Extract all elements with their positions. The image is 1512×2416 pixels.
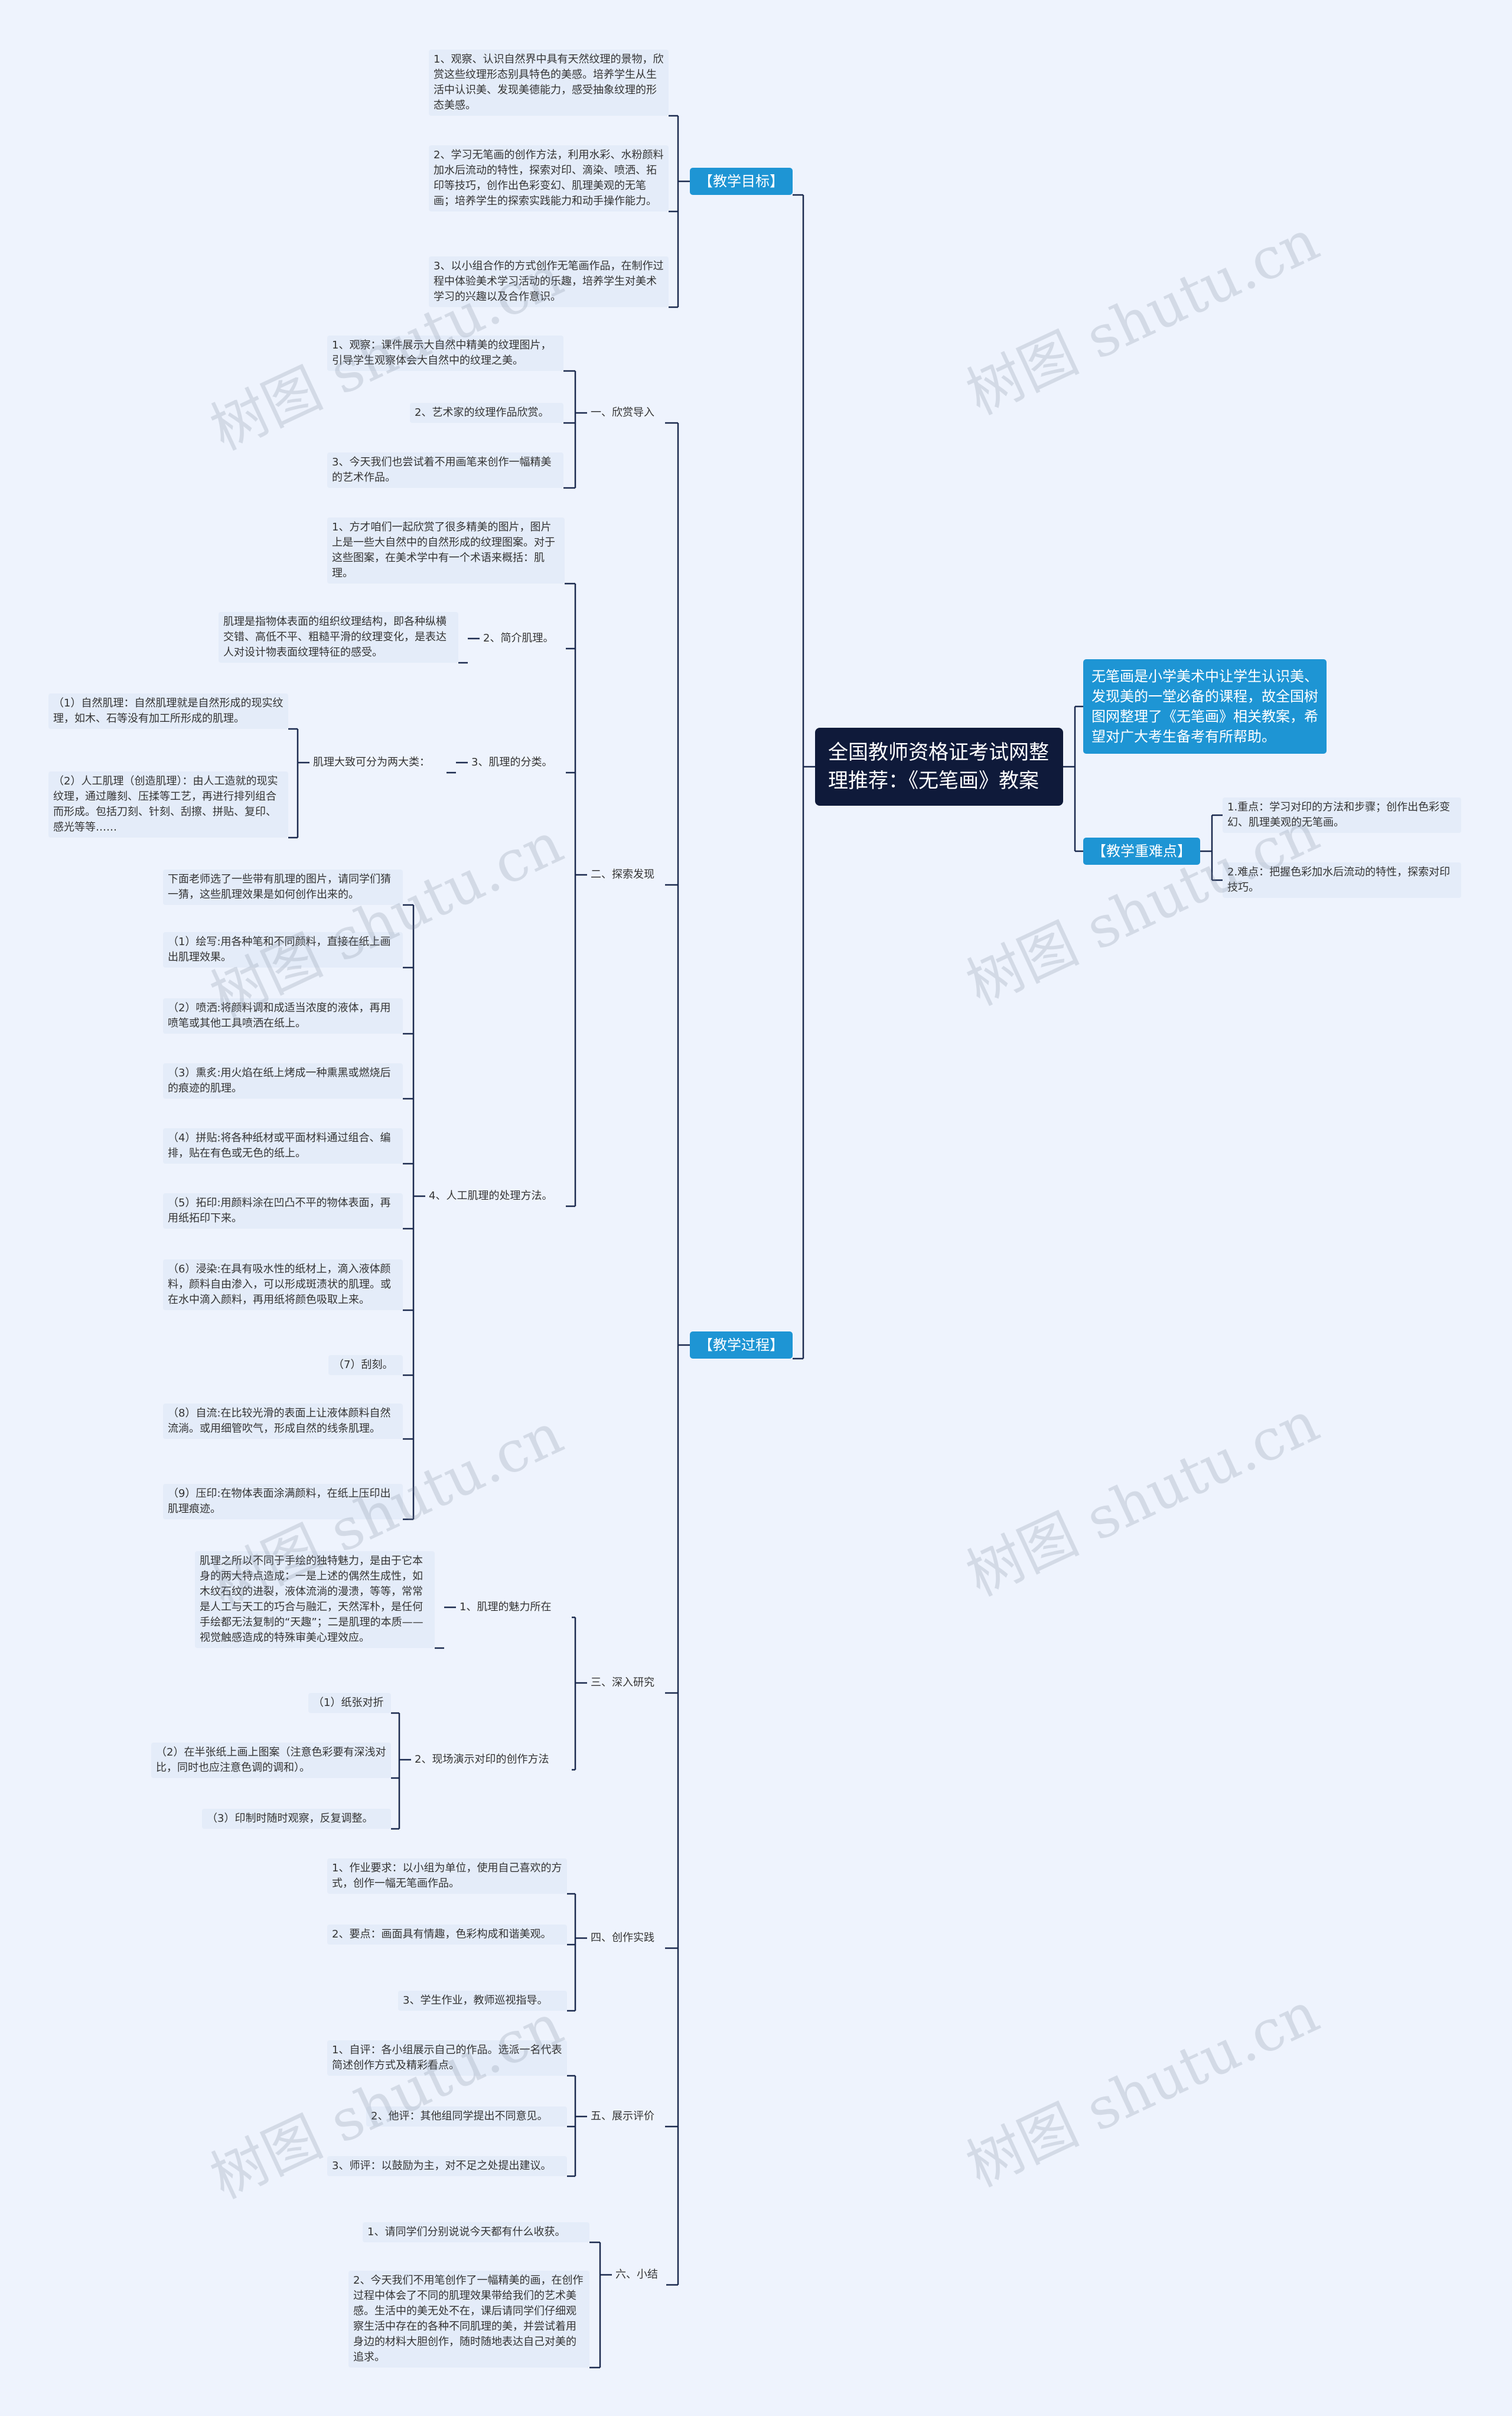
s2-p3-item[interactable]: （2）人工肌理（创造肌理）：由人工造就的现实纹理，通过雕刻、压揉等工艺，再进行排…: [48, 771, 288, 838]
s2-p4-item[interactable]: （7）刮刻。: [328, 1355, 403, 1375]
s4-item[interactable]: 1、作业要求：以小组为单位，使用自己喜欢的方式，创作一幅无笔画作品。: [327, 1858, 567, 1894]
keypoint-item[interactable]: 2.难点：把握色彩加水后流动的特性，探索对印技巧。: [1223, 862, 1461, 898]
s4-item[interactable]: 3、学生作业，教师巡视指导。: [398, 1991, 567, 2011]
s2-p3-item[interactable]: （1）自然肌理：自然肌理就是自然形成的现实纹理，如木、石等没有加工所形成的肌理。: [48, 693, 288, 729]
goal-item[interactable]: 1、观察、认识自然界中具有天然纹理的景物，欣赏这些纹理形态别具特色的美感。培养学…: [429, 50, 669, 116]
s2-p4-item[interactable]: （2）喷洒:将颜料调和成适当浓度的液体，再用喷笔或其他工具喷洒在纸上。: [163, 998, 403, 1034]
branch-goals[interactable]: 【教学目标】: [690, 168, 793, 195]
section-evaluation[interactable]: 五、展示评价: [591, 2110, 654, 2122]
s2-p2-text[interactable]: 肌理是指物体表面的组织纹理结构，即各种纵横交错、高低不平、粗糙平滑的纹理变化，是…: [219, 612, 458, 663]
s5-item[interactable]: 2、他评：其他组同学提出不同意见。: [366, 2106, 567, 2127]
s1-item[interactable]: 1、观察：课件展示大自然中精美的纹理图片，引导学生观察体会大自然中的纹理之美。: [327, 336, 563, 371]
s2-p3-sub[interactable]: 肌理大致可分为两大类：: [313, 756, 430, 769]
s2-p4-item[interactable]: （9）压印:在物体表面涂满颜料，在纸上压印出肌理痕迹。: [163, 1484, 403, 1519]
goal-item[interactable]: 3、以小组合作的方式创作无笔画作品，在制作过程中体验美术学习活动的乐趣，培养学生…: [429, 256, 669, 307]
section-practice[interactable]: 四、创作实践: [591, 1932, 654, 1944]
branch-process[interactable]: 【教学过程】: [690, 1331, 793, 1359]
s6-item[interactable]: 2、今天我们不用笔创作了一幅精美的画，在创作过程中体会了不同的肌理效果带给我们的…: [348, 2271, 589, 2368]
section-intro[interactable]: 一、欣赏导入: [591, 406, 654, 419]
s3-p1-text[interactable]: 肌理之所以不同于手绘的独特魅力，是由于它本身的两大特点造成：一是上述的偶然生成性…: [195, 1551, 435, 1648]
root-topic[interactable]: 全国教师资格证考试网整理推荐：《无笔画》教案: [815, 728, 1063, 806]
s2-p4-item[interactable]: （6）浸染:在具有吸水性的纸材上，滴入液体颜料，颜料自由渗入，可以形成斑渍状的肌…: [163, 1259, 403, 1310]
goal-item[interactable]: 2、学习无笔画的创作方法，利用水彩、水粉颜料加水后流动的特性，探索对印、滴染、喷…: [429, 145, 669, 211]
s5-item[interactable]: 3、师评：以鼓励为主，对不足之处提出建议。: [327, 2156, 567, 2176]
s2-p4-item[interactable]: （4）拼贴:将各种纸材或平面材料通过组合、编排，贴在有色或无色的纸上。: [163, 1128, 403, 1164]
s2-p4-item[interactable]: （5）拓印:用颜料涂在凹凸不平的物体表面，再用纸拓印下来。: [163, 1193, 403, 1229]
branch-keypoints[interactable]: 【教学重难点】: [1083, 838, 1200, 865]
s3-p2-item[interactable]: （1）纸张对折: [308, 1693, 391, 1713]
s3-p2-item[interactable]: （2）在半张纸上画上图案（注意色彩要有深浅对比，同时也应注意色调的调和）。: [151, 1743, 391, 1778]
keypoint-item[interactable]: 1.重点：学习对印的方法和步骤；创作出色彩变幻、肌理美观的无笔画。: [1223, 797, 1461, 833]
section-explore[interactable]: 二、探索发现: [591, 868, 654, 881]
s3-p2-label[interactable]: 2、现场演示对印的创作方法: [415, 1753, 549, 1766]
s3-p1-label[interactable]: 1、肌理的魅力所在: [460, 1601, 552, 1613]
s5-item[interactable]: 1、自评：各小组展示自己的作品。选派一名代表简述创作方式及精彩看点。: [327, 2040, 567, 2076]
s4-item[interactable]: 2、要点：画面具有情趣，色彩构成和谐美观。: [327, 1925, 567, 1945]
section-research[interactable]: 三、深入研究: [591, 1676, 654, 1689]
s2-p2-label[interactable]: 2、简介肌理。: [483, 632, 554, 644]
section-summary[interactable]: 六、小结: [615, 2268, 658, 2281]
s2-p4-item[interactable]: 下面老师选了一些带有肌理的图片，请同学们猜一猜，这些肌理效果是如何创作出来的。: [163, 870, 403, 905]
s1-item[interactable]: 2、艺术家的纹理作品欣赏。: [410, 403, 563, 423]
s2-p4-item[interactable]: （1）绘写:用各种笔和不同颜料，直接在纸上画出肌理效果。: [163, 932, 403, 968]
s2-p4-label[interactable]: 4、人工肌理的处理方法。: [429, 1190, 553, 1202]
s6-item[interactable]: 1、请同学们分别说说今天都有什么收获。: [363, 2222, 589, 2242]
s2-p4-item[interactable]: （8）自流:在比较光滑的表面上让液体颜料自然流淌。或用细管吹气，形成自然的线条肌…: [163, 1404, 403, 1439]
s2-p3-label[interactable]: 3、肌理的分类。: [471, 756, 553, 769]
intro-node[interactable]: 无笔画是小学美术中让学生认识美、发现美的一堂必备的课程，故全国树图网整理了《无笔…: [1083, 659, 1327, 754]
s1-item[interactable]: 3、今天我们也尝试着不用画笔来创作一幅精美的艺术作品。: [327, 452, 563, 488]
s2-p4-item[interactable]: （3）熏炙:用火焰在纸上烤成一种熏黑或燃烧后的痕迹的肌理。: [163, 1063, 403, 1099]
s3-p2-item[interactable]: （3）印制时随时观察，反复调整。: [202, 1809, 391, 1829]
s2-p1[interactable]: 1、方才咱们一起欣赏了很多精美的图片，图片上是一些大自然中的自然形成的纹理图案。…: [327, 517, 565, 584]
